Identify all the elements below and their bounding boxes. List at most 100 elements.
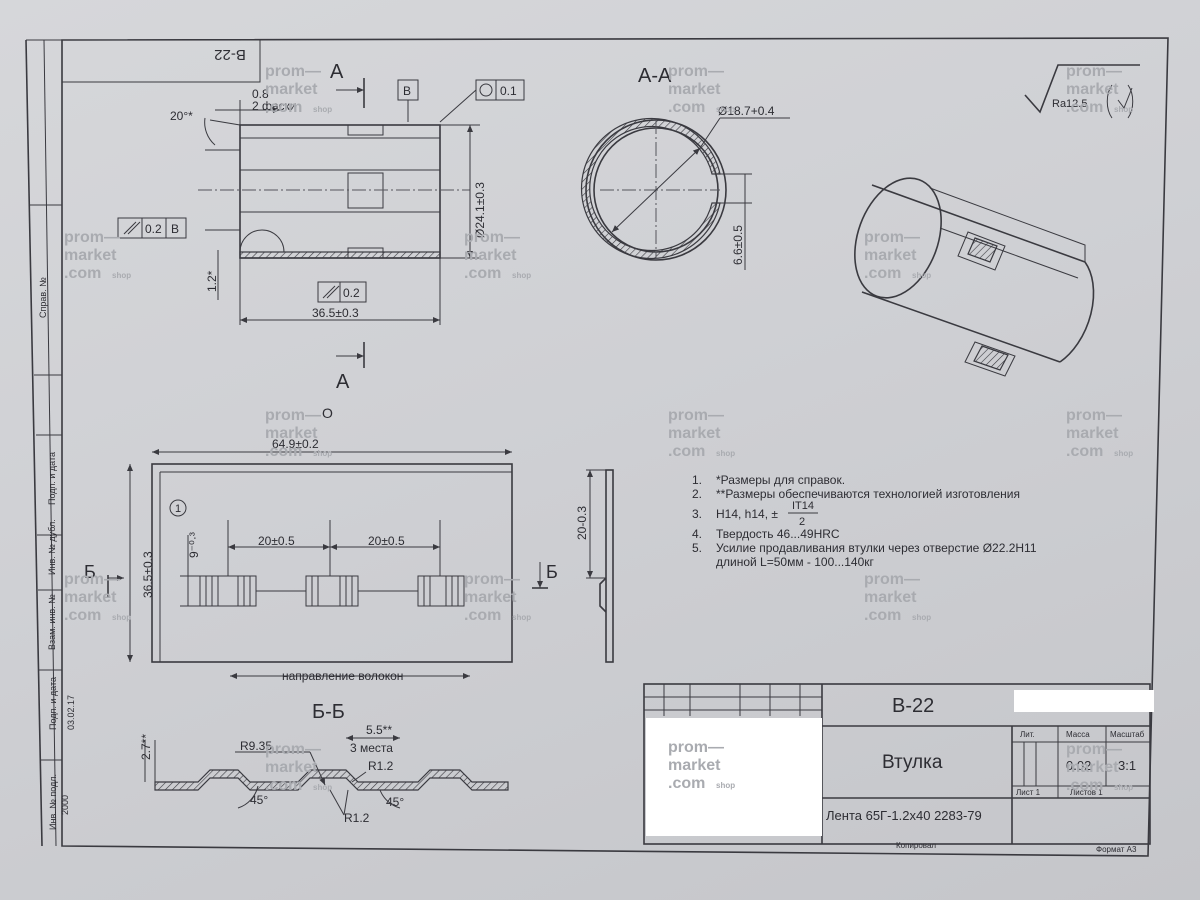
svg-text:market: market [64,589,117,606]
note-5: Усилие продавливания втулки через отверс… [716,541,1037,555]
title-mass: Масса [1066,730,1090,739]
svg-text:market: market [1066,759,1119,776]
fiber-direction: направление волокон [282,669,403,683]
svg-text:prom—: prom— [1066,63,1122,80]
svg-text:prom—: prom— [1066,407,1122,424]
svg-text:.com: .com [464,265,501,282]
note-2-num: 2. [692,487,702,501]
dim-depth-55: 5.5** [366,723,392,737]
title-mass-val: 0.02 [1066,758,1091,773]
svg-text:market: market [864,247,917,264]
svg-text:.com: .com [668,443,705,460]
title-sheet: Лист 1 [1016,788,1041,797]
svg-text:prom—: prom— [64,229,120,246]
title-scale: Масштаб [1110,730,1145,739]
svg-text:shop: shop [716,105,735,114]
svg-text:prom—: prom— [864,571,920,588]
note-5-num: 5. [692,541,702,555]
note-4-num: 4. [692,527,702,541]
svg-text:.com: .com [265,443,302,460]
note-2: **Размеры обеспечиваются технологией изг… [716,487,1020,501]
watermark: prom— market .com shop [1066,63,1133,116]
title-material: Лента 65Г-1.2х40 2283-79 [826,808,982,823]
title-scale-val: 3:1 [1118,758,1136,773]
dim-pitch-2: 20±0.5 [368,534,405,548]
svg-text:market: market [64,247,117,264]
top-stamp: В-22 [61,39,261,83]
watermark: prom— market .com shop [668,63,735,116]
svg-text:prom—: prom— [864,229,920,246]
dim-length: 36.5±0.3 [312,306,359,320]
svg-text:shop: shop [512,613,531,622]
dim-gap: 6.6±0.5 [731,225,745,265]
svg-text:market: market [265,81,318,98]
title-sheets: Листов 1 [1070,788,1103,797]
side-podp1: Подп. и дата [47,452,57,505]
svg-text:.com: .com [864,607,901,624]
svg-text:prom—: prom— [265,741,321,758]
technical-notes: 1. *Размеры для справок. 2. **Размеры об… [692,473,1037,569]
svg-text:.com: .com [64,607,101,624]
isometric-view [854,177,1095,377]
svg-text:prom—: prom— [668,407,724,424]
svg-text:shop: shop [112,271,131,280]
svg-text:shop: shop [313,449,332,458]
side-date: 03.02.17 [66,695,76,730]
watermark: prom— market .com shop [265,407,332,460]
svg-text:.com: .com [1066,99,1103,116]
svg-text:shop: shop [716,781,735,790]
side-vzam: Взам. инв. № [47,594,57,650]
dim-chamfer-note: 2 фаски [252,99,297,113]
svg-text:.com: .com [265,777,302,794]
watermark: prom— market .com shop [864,229,931,282]
title-format: Формат А3 [1096,845,1137,854]
dim-blank-length: 64.9±0.2 [272,437,319,451]
svg-text:shop: shop [112,613,131,622]
redaction-patch-top [1014,690,1154,712]
svg-text:.com: .com [864,265,901,282]
svg-text:shop: shop [313,783,332,792]
svg-text:prom—: prom— [668,739,724,756]
dim-r935: R9.35 [240,739,272,753]
svg-text:shop: shop [912,271,931,280]
svg-text:market: market [668,757,721,774]
svg-text:prom—: prom— [464,229,520,246]
dim-tab-width: 9⁻⁰·³ [187,532,201,558]
svg-text:market: market [1066,81,1119,98]
svg-text:prom—: prom— [265,407,321,424]
svg-text:.com: .com [668,99,705,116]
watermark: prom— market .com shop [464,571,531,624]
side-podp2: Подп. и дата [48,677,58,730]
side-inv-dubl: Инв. № дубл. [47,519,57,575]
watermark: prom— market .com shop [64,571,131,624]
dim-places: 3 места [350,741,393,755]
note-5-cont: длиной L=50мм - 100...140кг [716,555,875,569]
note-1-num: 1. [692,473,702,487]
note-3-frac-bot: 2 [799,516,805,528]
dim-blank-width: 36.5±0.3 [141,551,155,598]
title-block: В-22 Втулка Лента 65Г-1.2х40 2283-79 Лит… [643,683,1151,854]
sheet-frame [61,37,1169,857]
watermark: prom— market .com shop [64,229,131,282]
dim-inner-dia: Ø18.7+0.4 [718,104,775,118]
section-b-left: Б [84,562,96,582]
roughness-value: Ra12.5 [1052,98,1087,110]
section-aa: А-А Ø18.7+0.4 6.6±0.5 [581,65,790,270]
section-bb: Б-Б 2.7** R9.35 5.5** 3 места R1.2 45° 4… [139,701,509,825]
svg-text:market: market [668,425,721,442]
svg-text:shop: shop [716,449,735,458]
side-strip: Справ. № Подп. и дата Инв. № дубл. Взам.… [25,39,76,847]
title-code: В-22 [892,695,934,717]
note-3-num: 3. [692,507,702,521]
watermark: prom— market .com shop [668,407,735,460]
watermark: prom— market .com shop [1066,407,1133,460]
redaction-patch-left [646,718,822,836]
dim-outer-dia: Ø24.1±0.3 [473,182,487,238]
svg-text:prom—: prom— [265,63,321,80]
title-name: Втулка [882,752,943,773]
dim-chamfer: 0.8 [252,87,269,101]
side-sprav: Справ. № [38,277,48,318]
title-copied: Копировал [896,841,936,850]
blank-circle-o: O [322,405,333,421]
